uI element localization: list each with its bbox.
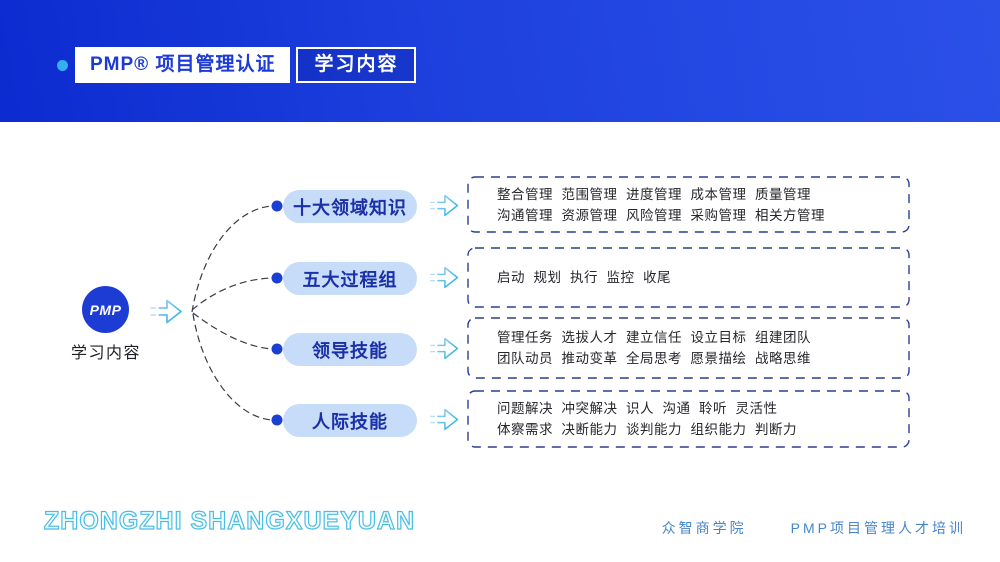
detail-line: 问题解决 冲突解决 识人 沟通 聆听 灵活性 [497, 401, 778, 416]
branch-detail-box: 管理任务 选拔人才 建立信任 设立目标 组建团队 团队动员 推动变革 全局思考 … [467, 317, 910, 379]
connector-curve [191, 277, 273, 311]
branch-dot-icon [271, 272, 283, 284]
branch-dot-icon [271, 200, 283, 212]
right-arrow-icon [430, 266, 459, 289]
branch-detail-box: 问题解决 冲突解决 识人 沟通 聆听 灵活性 体察需求 决断能力 谈判能力 组织… [467, 390, 910, 448]
dashed-border [467, 390, 910, 448]
branch-pill-leadership-skills: 领导技能 [283, 333, 417, 366]
branch-pill-interpersonal-skills: 人际技能 [283, 404, 417, 437]
page-title: PMP® 项目管理认证 [75, 47, 291, 83]
right-arrow-icon [430, 337, 459, 360]
right-arrow-icon [150, 299, 182, 324]
title-bar: PMP® 项目管理认证 学习内容 [57, 47, 417, 83]
connector-curve [192, 312, 273, 350]
source-caption: 学习内容 [70, 345, 141, 362]
page-subtitle-badge: 学习内容 [296, 47, 417, 83]
pmp-circle-label: PMP [89, 301, 122, 318]
branch-pill-process-groups: 五大过程组 [283, 262, 417, 295]
bullet-dot-icon [57, 59, 68, 71]
branch-detail-box: 整合管理 范围管理 进度管理 成本管理 质量管理 沟通管理 资源管理 风险管理 … [467, 176, 910, 233]
detail-line: 沟通管理 资源管理 风险管理 采购管理 相关方管理 [497, 207, 826, 223]
right-arrow-icon [430, 408, 459, 431]
detail-line: 团队动员 推动变革 全局思考 愿景描绘 战略思维 [497, 351, 812, 366]
footer-credits: 众智商学院 PMP项目管理人才培训 [662, 518, 966, 538]
branch-dot-icon [271, 343, 283, 355]
detail-line: 体察需求 决断能力 谈判能力 组织能力 判断力 [497, 422, 798, 437]
detail-line: 整合管理 范围管理 进度管理 成本管理 质量管理 [497, 186, 812, 202]
connector-curve [191, 205, 273, 313]
detail-line: 管理任务 选拔人才 建立信任 设立目标 组建团队 [497, 330, 812, 345]
header-banner: PMP® 项目管理认证 学习内容 [0, 0, 1000, 122]
dashed-border [467, 176, 910, 233]
right-arrow-icon [430, 194, 459, 217]
dashed-border [467, 247, 910, 308]
connector-curve [192, 313, 273, 421]
branch-dot-icon [271, 414, 283, 426]
footer-program: PMP项目管理人才培训 [790, 520, 966, 536]
pmp-circle-node: PMP [82, 286, 129, 333]
branch-pill-knowledge-areas: 十大领域知识 [283, 190, 417, 223]
dashed-border [467, 317, 910, 379]
detail-line: 启动 规划 执行 监控 收尾 [497, 270, 672, 285]
brand-watermark: ZHONGZHI SHANGXUEYUAN [43, 506, 416, 535]
footer-org: 众智商学院 [661, 520, 747, 536]
branch-detail-box: 启动 规划 执行 监控 收尾 [467, 247, 910, 308]
